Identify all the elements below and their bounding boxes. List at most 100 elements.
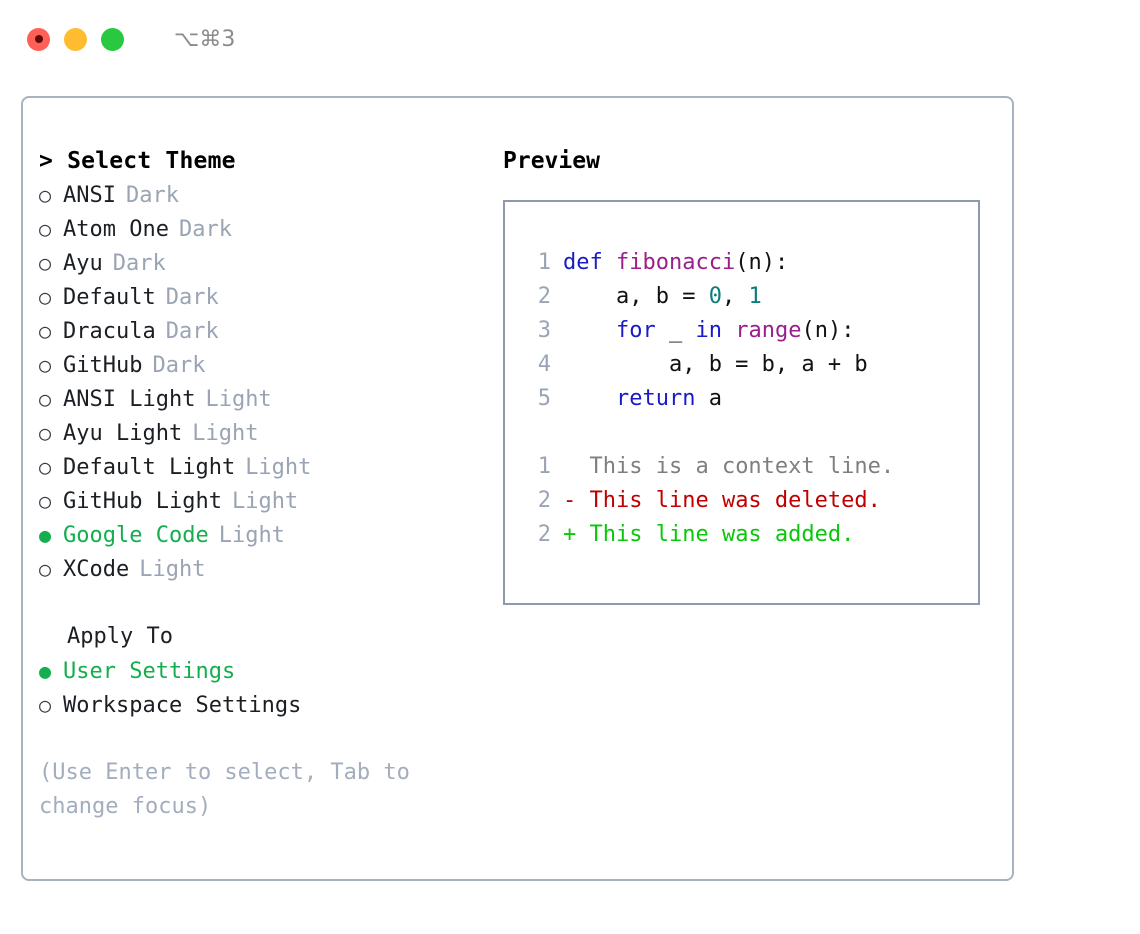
code-token-fn: fibonacci bbox=[615, 250, 736, 275]
code-line-number: 2 bbox=[537, 284, 551, 309]
theme-option-category: Dark bbox=[112, 251, 166, 276]
radio-unselected-icon: ○ bbox=[39, 693, 52, 717]
radio-unselected-icon: ○ bbox=[39, 319, 52, 343]
preview-spacer bbox=[523, 416, 978, 450]
code-token-pl bbox=[722, 318, 735, 343]
radio-unselected-icon: ○ bbox=[39, 285, 52, 309]
code-token-fn: range bbox=[735, 318, 802, 343]
radio-selected-icon: ● bbox=[39, 659, 52, 683]
code-line-text: for _ in range(n): bbox=[563, 314, 854, 348]
radio-unselected-icon: ○ bbox=[39, 455, 52, 479]
code-line-text: a, b = b, a + b bbox=[563, 348, 868, 382]
code-token-pl: , bbox=[721, 284, 749, 309]
theme-option-github[interactable]: ○ GitHub Dark bbox=[39, 348, 499, 382]
preview-title: Preview bbox=[503, 148, 600, 174]
apply-to-list: ● User Settings ○ Workspace Settings bbox=[39, 654, 499, 722]
theme-option-label: ANSI Light bbox=[63, 387, 196, 412]
code-token-pl: (n): bbox=[735, 250, 789, 275]
code-token-pl bbox=[563, 386, 616, 411]
theme-option-category: Dark bbox=[165, 285, 219, 310]
diff-line-number: 2 bbox=[537, 488, 551, 513]
code-line: 3 for _ in range(n): bbox=[523, 314, 978, 348]
apply-to-option-workspace-settings[interactable]: ○ Workspace Settings bbox=[39, 688, 499, 722]
keyboard-shortcut-label: ⌥⌘3 bbox=[174, 26, 236, 52]
window-controls bbox=[27, 27, 124, 51]
code-line-number: 4 bbox=[537, 352, 551, 377]
radio-unselected-icon: ○ bbox=[39, 557, 52, 581]
code-token-num: 0 bbox=[708, 284, 722, 309]
theme-list-header: > Select Theme bbox=[39, 148, 236, 174]
diff-line-text: This line was deleted. bbox=[576, 488, 881, 513]
diff-line-context: 1 This is a context line. bbox=[523, 450, 978, 484]
radio-unselected-icon: ○ bbox=[39, 183, 52, 207]
theme-option-category: Dark bbox=[125, 183, 179, 208]
theme-option-category: Light bbox=[139, 557, 206, 582]
radio-unselected-icon: ○ bbox=[39, 489, 52, 513]
radio-unselected-icon: ○ bbox=[39, 353, 52, 377]
code-token-pl: a, b = bbox=[563, 284, 709, 309]
code-token-pl bbox=[563, 318, 616, 343]
diff-sample: 1 This is a context line.2- This line wa… bbox=[523, 450, 978, 552]
code-line-number: 5 bbox=[537, 386, 551, 411]
code-line: 2 a, b = 0, 1 bbox=[523, 280, 978, 314]
theme-option-label: Default Light bbox=[63, 455, 236, 480]
theme-option-category: Light bbox=[192, 421, 259, 446]
apply-to-option-label: Workspace Settings bbox=[63, 693, 302, 718]
radio-unselected-icon: ○ bbox=[39, 387, 52, 411]
apply-to-title: Apply To bbox=[67, 624, 173, 649]
theme-option-label: GitHub bbox=[63, 353, 143, 378]
theme-option-label: Dracula bbox=[63, 319, 156, 344]
minimize-button-icon[interactable] bbox=[64, 27, 87, 51]
radio-selected-icon: ● bbox=[39, 523, 52, 547]
diff-marker: + bbox=[563, 522, 577, 547]
diff-marker bbox=[563, 450, 576, 484]
code-line-number: 3 bbox=[537, 318, 551, 343]
code-token-kw: for bbox=[615, 318, 656, 343]
theme-option-label: GitHub Light bbox=[63, 489, 222, 514]
radio-unselected-icon: ○ bbox=[39, 421, 52, 445]
close-dot-icon bbox=[34, 35, 43, 43]
code-token-pl: a bbox=[695, 386, 722, 411]
diff-line-added: 2+ This line was added. bbox=[523, 518, 978, 552]
close-button-icon[interactable] bbox=[27, 27, 50, 51]
theme-option-label: Ayu bbox=[63, 251, 103, 276]
apply-to-section: Apply To ● User Settings ○ Workspace Settin… bbox=[39, 620, 499, 722]
diff-marker: - bbox=[563, 488, 577, 513]
theme-option-github-light[interactable]: ○ GitHub Light Light bbox=[39, 484, 499, 518]
code-token-kw: def bbox=[563, 250, 616, 275]
diff-line-text: This is a context line. bbox=[576, 454, 895, 479]
theme-option-label: Atom One bbox=[63, 217, 169, 242]
theme-option-category: Dark bbox=[152, 353, 206, 378]
code-line: 4 a, b = b, a + b bbox=[523, 348, 978, 382]
theme-option-label: Google Code bbox=[63, 523, 209, 548]
code-token-pl: a, b = b, a + b bbox=[563, 352, 868, 377]
maximize-button-icon[interactable] bbox=[101, 27, 124, 51]
diff-line-deleted: 2- This line was deleted. bbox=[523, 484, 978, 518]
diff-line-number: 2 bbox=[537, 522, 551, 547]
apply-to-option-label: User Settings bbox=[63, 659, 236, 684]
code-line-text: def fibonacci(n): bbox=[563, 246, 788, 280]
theme-option-label: Ayu Light bbox=[63, 421, 183, 446]
code-line-text: a, b = 0, 1 bbox=[563, 280, 762, 314]
theme-option-ayu[interactable]: ○ Ayu Dark bbox=[39, 246, 499, 280]
theme-option-category: Light bbox=[231, 489, 299, 514]
code-token-kw: return bbox=[615, 386, 696, 411]
radio-unselected-icon: ○ bbox=[39, 251, 52, 275]
theme-option-ayu-light[interactable]: ○ Ayu Light Light bbox=[39, 416, 499, 450]
code-line-text: return a bbox=[563, 382, 722, 416]
apply-to-option-user-settings[interactable]: ● User Settings bbox=[39, 654, 499, 688]
